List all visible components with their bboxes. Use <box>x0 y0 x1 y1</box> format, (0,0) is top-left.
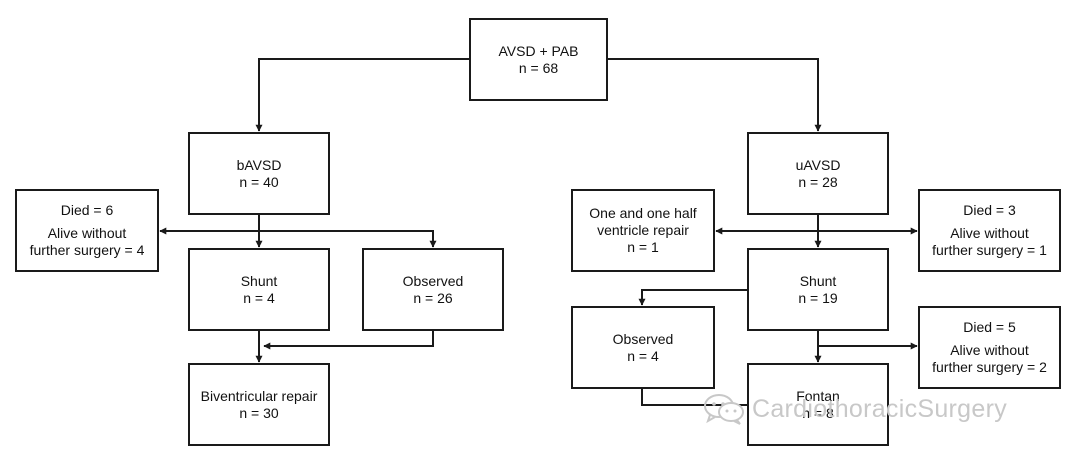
line-observed-to-fontan <box>641 389 747 406</box>
box-right-died-top: Died = 3 Alive without further surgery =… <box>918 189 1061 272</box>
arrow-shunt-to-observed <box>638 289 747 306</box>
right-alive-top-line2: further surgery = 1 <box>932 242 1047 258</box>
bavsd-label: bAVSD <box>236 156 282 173</box>
box-right-observed: Observed n = 4 <box>571 306 715 389</box>
box-right-shunt: Shunt n = 19 <box>747 248 889 331</box>
one-half-line1: One and one half <box>589 205 697 221</box>
fontan-count: n = 8 <box>802 404 834 421</box>
box-uavsd: uAVSD n = 28 <box>747 132 889 215</box>
box-left-observed: Observed n = 26 <box>362 248 504 331</box>
right-died-bottom-count: Died = 5 <box>963 319 1016 335</box>
one-half-count: n = 1 <box>627 239 659 255</box>
uavsd-label: uAVSD <box>795 156 841 173</box>
root-label: AVSD + PAB <box>498 42 579 59</box>
box-right-died-bottom: Died = 5 Alive without further surgery =… <box>918 306 1061 389</box>
arrow-root-to-uavsd <box>608 58 822 132</box>
box-root: AVSD + PAB n = 68 <box>469 18 608 101</box>
box-left-shunt: Shunt n = 4 <box>188 248 330 331</box>
right-observed-label: Observed <box>612 330 674 347</box>
left-observed-label: Observed <box>402 272 464 289</box>
box-bavsd: bAVSD n = 40 <box>188 132 330 215</box>
left-alive-line2: further surgery = 4 <box>29 242 145 258</box>
uavsd-count: n = 28 <box>798 173 838 190</box>
one-half-line2: ventricle repair <box>597 222 689 238</box>
box-one-half-repair: One and one half ventricle repair n = 1 <box>571 189 715 272</box>
left-shunt-label: Shunt <box>240 272 278 289</box>
left-observed-count: n = 26 <box>413 289 453 306</box>
arrow-root-to-bavsd <box>255 58 469 132</box>
left-alive-line1: Alive without <box>47 225 127 241</box>
right-observed-count: n = 4 <box>627 347 659 364</box>
right-alive-bottom-line1: Alive without <box>950 342 1029 358</box>
left-died-count: Died = 6 <box>60 202 114 218</box>
box-left-died: Died = 6 Alive without further surgery =… <box>15 189 159 272</box>
right-alive-bottom-line2: further surgery = 2 <box>932 359 1047 375</box>
root-count: n = 68 <box>518 59 559 76</box>
arrow-bavsd-to-observed <box>259 230 437 248</box>
box-fontan: Fontan n = 8 <box>747 363 889 446</box>
arrow-observed-to-merge <box>263 331 434 350</box>
right-alive-top-line1: Alive without <box>950 225 1029 241</box>
right-shunt-label: Shunt <box>799 272 837 289</box>
bavsd-count: n = 40 <box>239 173 279 190</box>
left-shunt-count: n = 4 <box>243 289 275 306</box>
right-died-top-count: Died = 3 <box>963 202 1016 218</box>
fontan-label: Fontan <box>796 387 840 404</box>
biventricular-label: Biventricular repair <box>200 387 318 404</box>
biventricular-count: n = 30 <box>239 404 279 421</box>
box-biventricular: Biventricular repair n = 30 <box>188 363 330 446</box>
right-shunt-count: n = 19 <box>798 289 838 306</box>
